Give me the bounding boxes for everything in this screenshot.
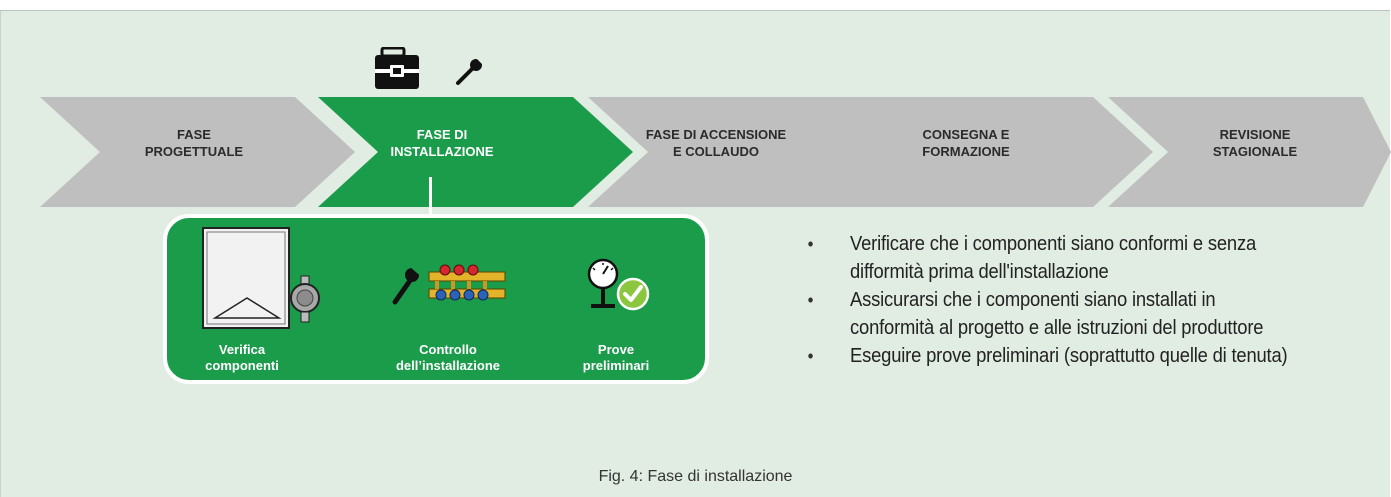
step-chevron-5: [1108, 97, 1391, 207]
panel-item-2-label: Controllo dell’installazione: [383, 342, 513, 374]
step-label-5: REVISIONE STAGIONALE: [1155, 126, 1355, 160]
installation-bullet-list: Verificare che i componenti siano confor…: [804, 230, 1384, 370]
bullet-2-line2: conformità al progetto e alle istruzioni…: [850, 317, 1264, 339]
panel-item-1-line1: Verifica: [218, 342, 266, 357]
step-label-4: CONSEGNA E FORMAZIONE: [866, 126, 1066, 160]
step-1-line2: PROGETTUALE: [144, 144, 244, 159]
manifold-wrench-icon: [392, 264, 506, 305]
step-label-2: FASE DI INSTALLAZIONE: [342, 126, 542, 160]
bullet-1-line1: Verificare che i componenti siano confor…: [850, 233, 1257, 255]
step-connector: [429, 177, 432, 219]
bullet-item-2: Assicurarsi che i componenti siano insta…: [804, 286, 1338, 342]
step-3-line2: E COLLAUDO: [673, 144, 759, 159]
step-label-3: FASE DI ACCENSIONE E COLLAUDO: [616, 126, 816, 160]
bullet-item-1: Verificare che i componenti siano confor…: [804, 230, 1338, 286]
step-5-line2: STAGIONALE: [1212, 144, 1298, 159]
boiler-component-icon: [202, 227, 320, 329]
step-5-line1: REVISIONE: [1219, 127, 1291, 142]
wrench-icon: [456, 55, 485, 85]
panel-item-3-line1: Prove: [597, 342, 635, 357]
step-chevron-1: [40, 97, 355, 207]
panel-item-1-label: Verifica componenti: [187, 342, 297, 374]
panel-item-2-line1: Controllo: [419, 342, 477, 357]
step-label-1: FASE PROGETTUALE: [94, 126, 294, 160]
pressure-gauge-check-icon: [587, 258, 650, 311]
step-3-line1: FASE DI ACCENSIONE: [645, 127, 787, 142]
process-steps: [40, 97, 1391, 207]
bullet-2-line1: Assicurarsi che i componenti siano insta…: [850, 289, 1216, 311]
bullet-3-line1: Eseguire prove preliminari (soprattutto …: [850, 345, 1288, 367]
bullet-item-3: Eseguire prove preliminari (soprattutto …: [804, 342, 1338, 370]
bullet-1-line2: difformità prima dell'installazione: [850, 261, 1109, 283]
step-4-line2: FORMAZIONE: [922, 144, 1010, 159]
step-chevron-2: [318, 97, 633, 207]
installation-detail-panel: Verifica componenti Controllo dell’insta…: [163, 214, 709, 384]
panel-item-3-line2: preliminari: [582, 358, 650, 373]
step-4-line1: CONSEGNA E: [922, 127, 1010, 142]
tools-icons: [375, 47, 485, 89]
panel-item-3-label: Prove preliminari: [571, 342, 661, 374]
toolbox-icon: [375, 47, 419, 89]
step-chevron-3: [588, 97, 903, 207]
figure-caption: Fig. 4: Fase di installazione: [598, 468, 793, 485]
step-1-line1: FASE: [177, 127, 211, 142]
panel-item-2-line2: dell’installazione: [395, 358, 501, 373]
panel-item-1-line2: componenti: [205, 358, 279, 373]
step-2-line2: INSTALLAZIONE: [390, 144, 494, 159]
step-2-line1: FASE DI: [416, 127, 468, 142]
step-chevron-4: [838, 97, 1153, 207]
